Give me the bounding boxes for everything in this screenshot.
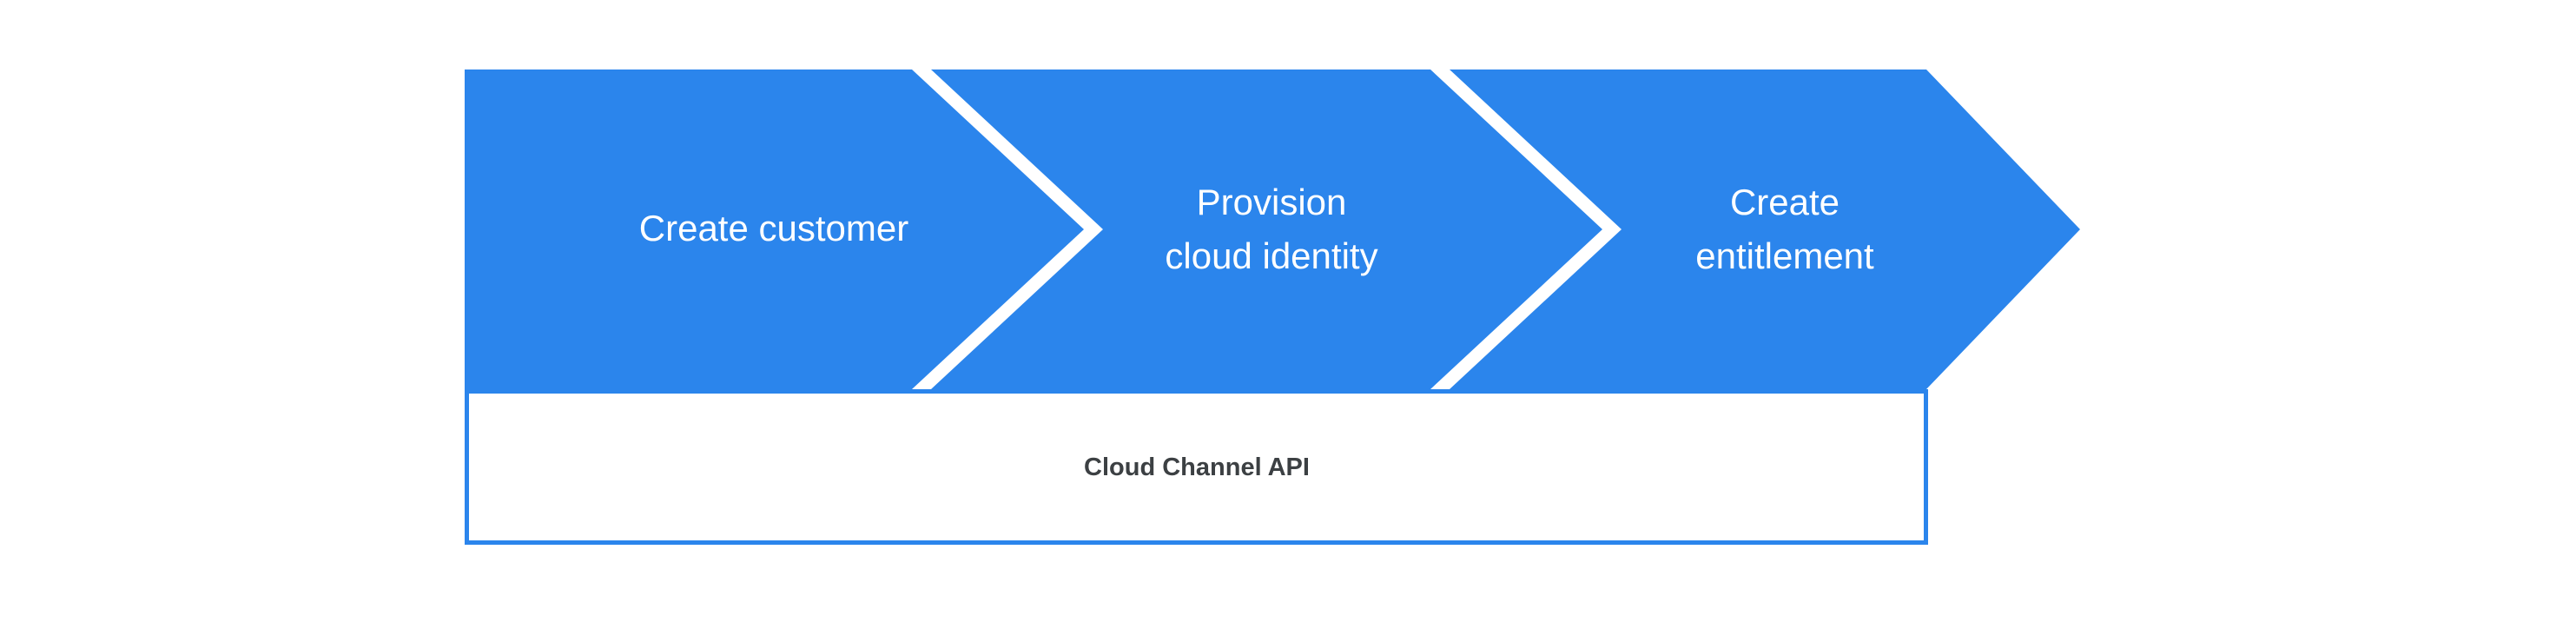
step-label-provision-cloud-identity-line1: Provision [1197, 182, 1347, 222]
step-label-create-entitlement-line2-wrap: entitlement [1695, 235, 1874, 276]
footer-label-text: Cloud Channel API [1084, 454, 1310, 481]
step-label-create-customer-line1: Create customer [639, 208, 908, 248]
step-shape-create-entitlement[interactable] [1450, 70, 2080, 389]
step-label-provision-cloud-identity-line2: cloud identity [1165, 235, 1377, 276]
step-shape-provision-cloud-identity[interactable] [931, 70, 1602, 389]
step-label-create-entitlement-line1: Create [1730, 182, 1840, 222]
footer-panel-cloud-channel-api[interactable] [465, 389, 1928, 545]
step-label-provision-cloud-identity: Provision [1197, 182, 1347, 222]
step-label-provision-cloud-identity-line2-wrap: cloud identity [1165, 235, 1377, 276]
step-label-create-entitlement: Create [1730, 182, 1840, 222]
step-shape-create-customer[interactable] [465, 70, 1084, 389]
footer-label-cloud-channel-api: Cloud Channel API [1084, 454, 1310, 481]
step-label-create-entitlement-line2: entitlement [1695, 235, 1874, 276]
step-label-create-customer: Create customer [639, 208, 908, 248]
